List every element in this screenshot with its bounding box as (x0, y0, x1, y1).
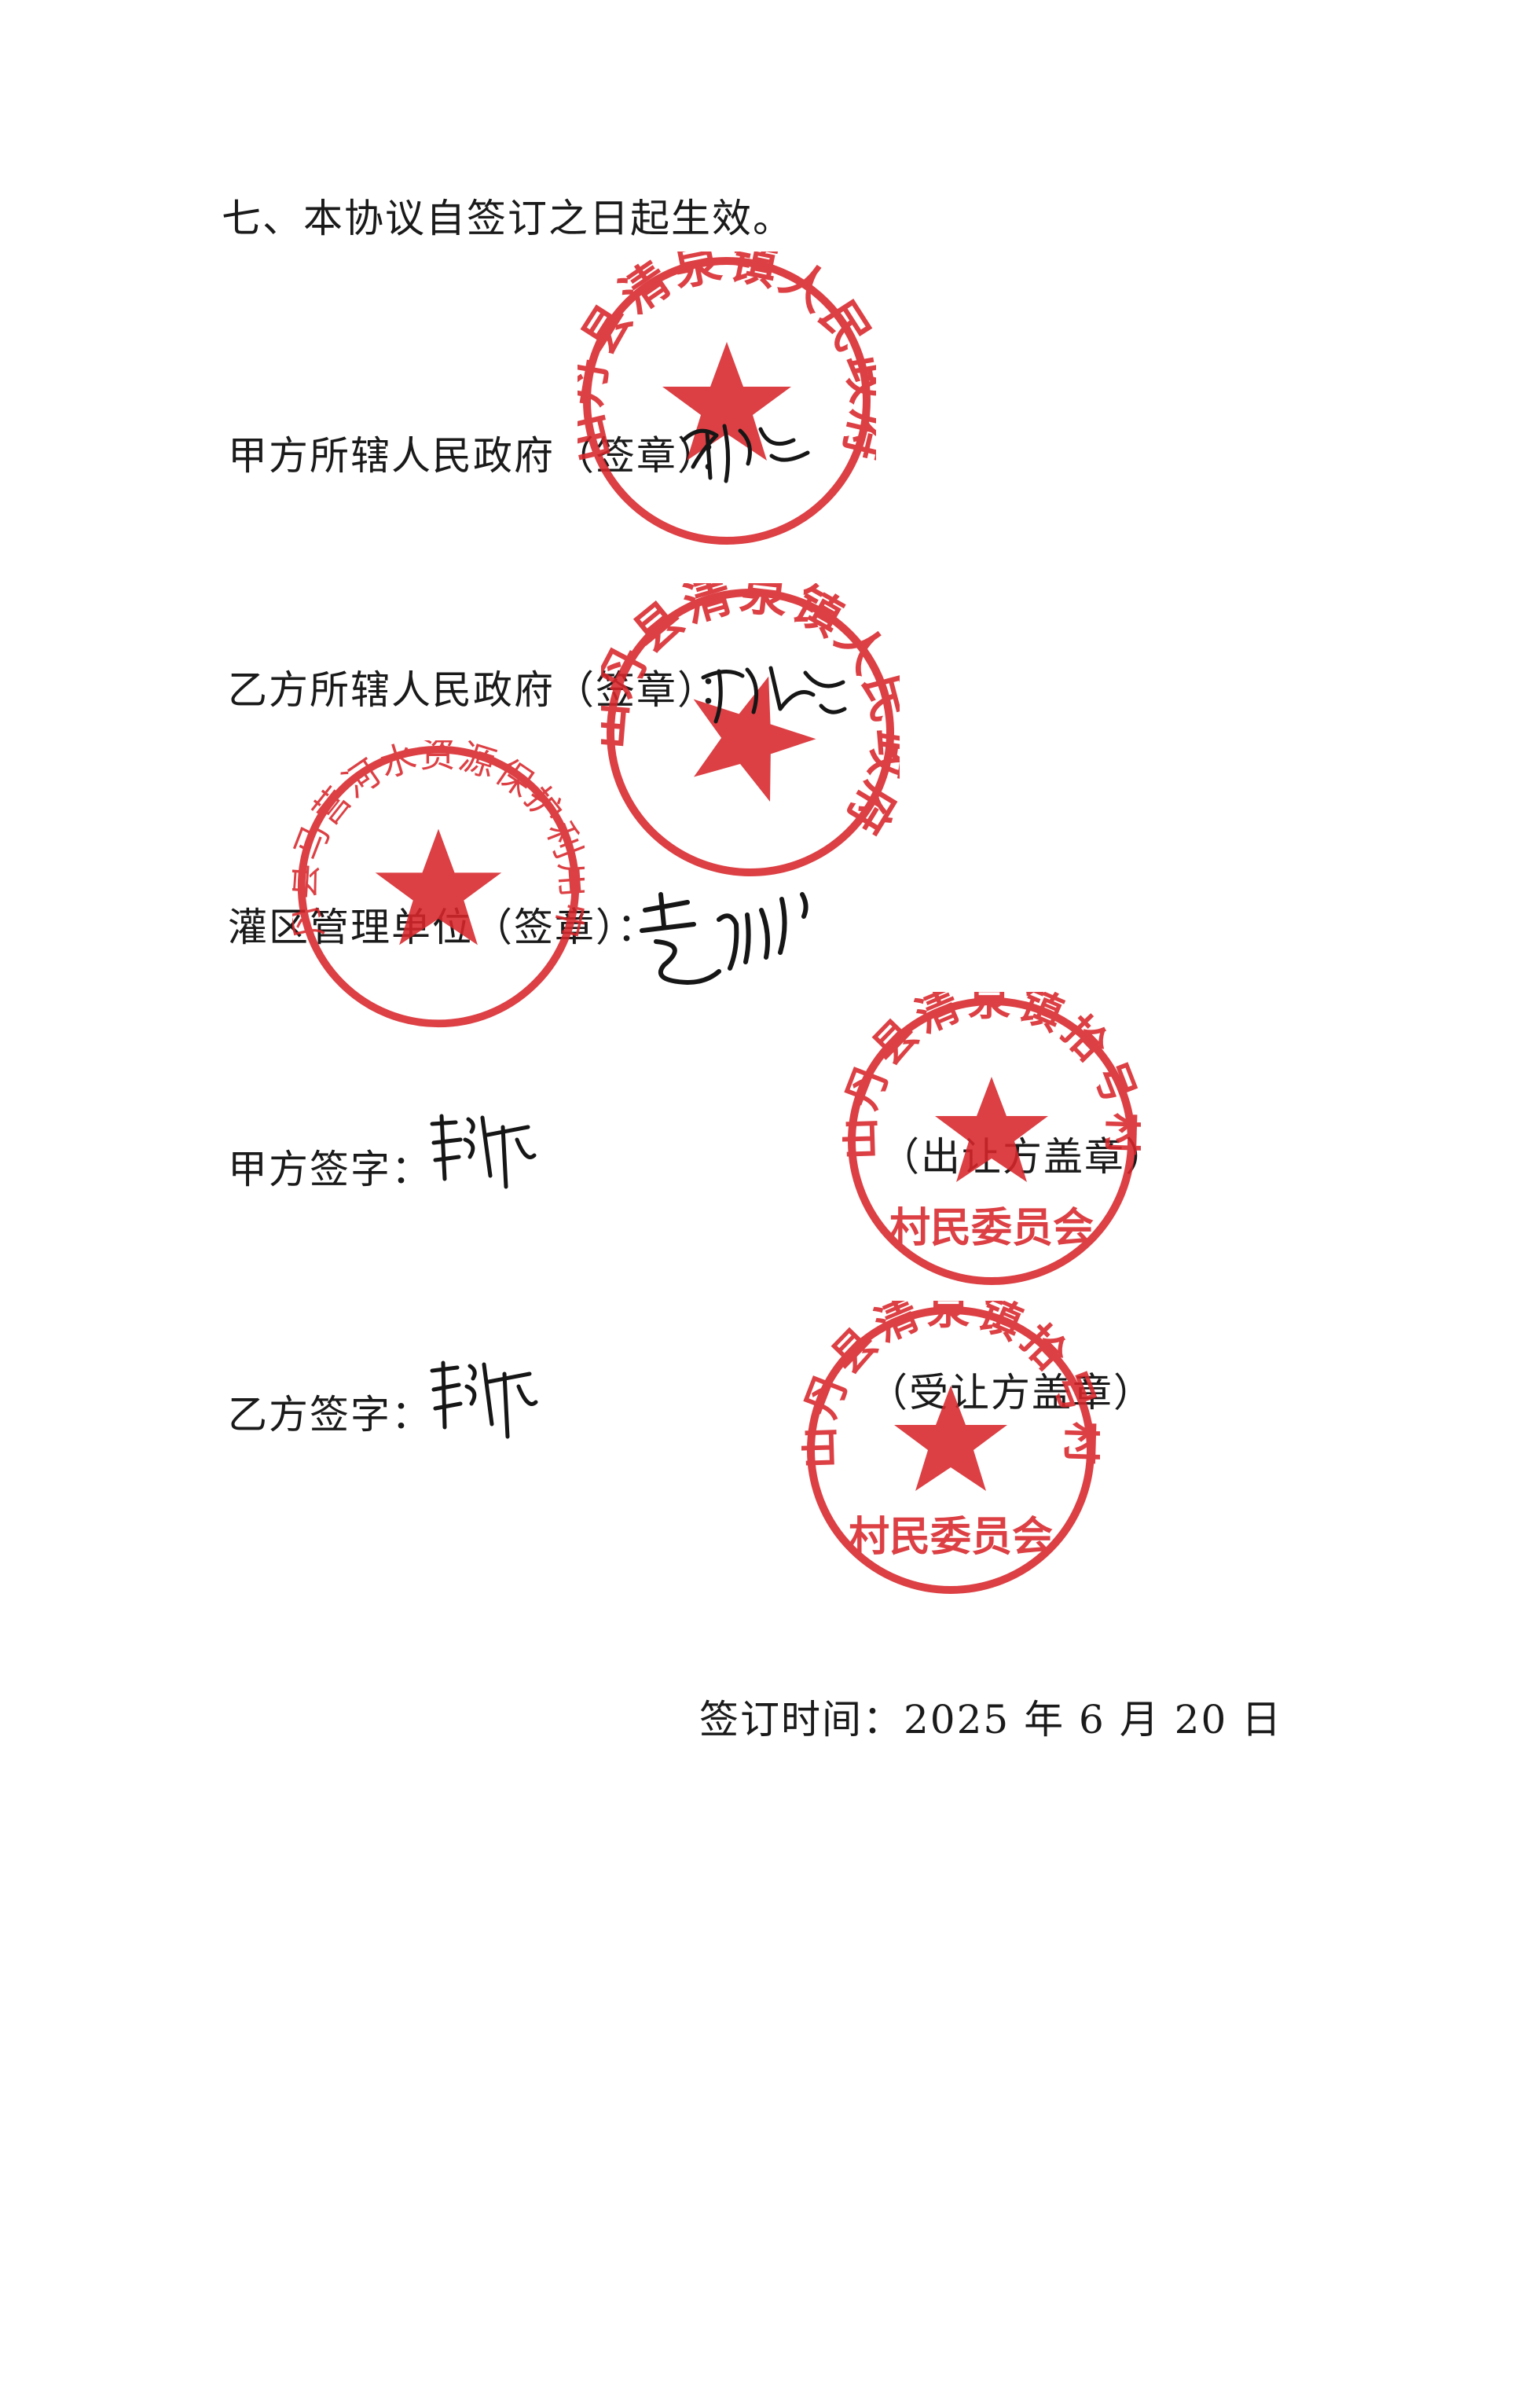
seal-transferee-village: 山丹县清泉镇拾号村 村民委员会 (801, 1301, 1100, 1594)
signature-party-a-gov (681, 424, 810, 483)
star-icon (693, 676, 816, 802)
transferee-seal-note: （受让方盖章） (868, 1370, 1154, 1415)
seal-irrigation-unit: 山丹县马营河水资源保护利用中心 (292, 740, 585, 1028)
party-b-sign-label: 乙方签字： (228, 1392, 432, 1438)
star-icon (662, 342, 791, 461)
star-icon (894, 1386, 1007, 1491)
seal-transferee-bottom-text: 村民委员会 (849, 1514, 1053, 1561)
seal-party-b-gov: 山丹县清泉镇人民政府 (601, 583, 900, 876)
signing-date: 签订时间：2025 年 6 月 20 日 (699, 1697, 1283, 1742)
signature-party-b-gov (701, 666, 847, 724)
clause-7-effective: 七、本协议自签订之日起生效。 (222, 196, 794, 241)
star-icon (935, 1077, 1048, 1182)
seal-transferor-bottom-text: 村民委员会 (889, 1205, 1094, 1252)
signature-party-a (430, 1114, 537, 1189)
seal-transferor-village: 山丹县清泉镇拾号村 村民委员会 (842, 992, 1141, 1285)
star-icon (375, 828, 502, 945)
signature-party-b (430, 1360, 538, 1439)
party-a-gov-label: 甲方所辖人民政府（签章）： (228, 433, 739, 479)
signature-irrigation-unit (640, 892, 808, 985)
party-b-gov-label: 乙方所辖人民政府（签章）： (228, 667, 739, 713)
party-a-sign-label: 甲方签字： (228, 1147, 432, 1192)
seal-party-a-gov: 山丹县清泉镇人民政府 (578, 252, 876, 545)
